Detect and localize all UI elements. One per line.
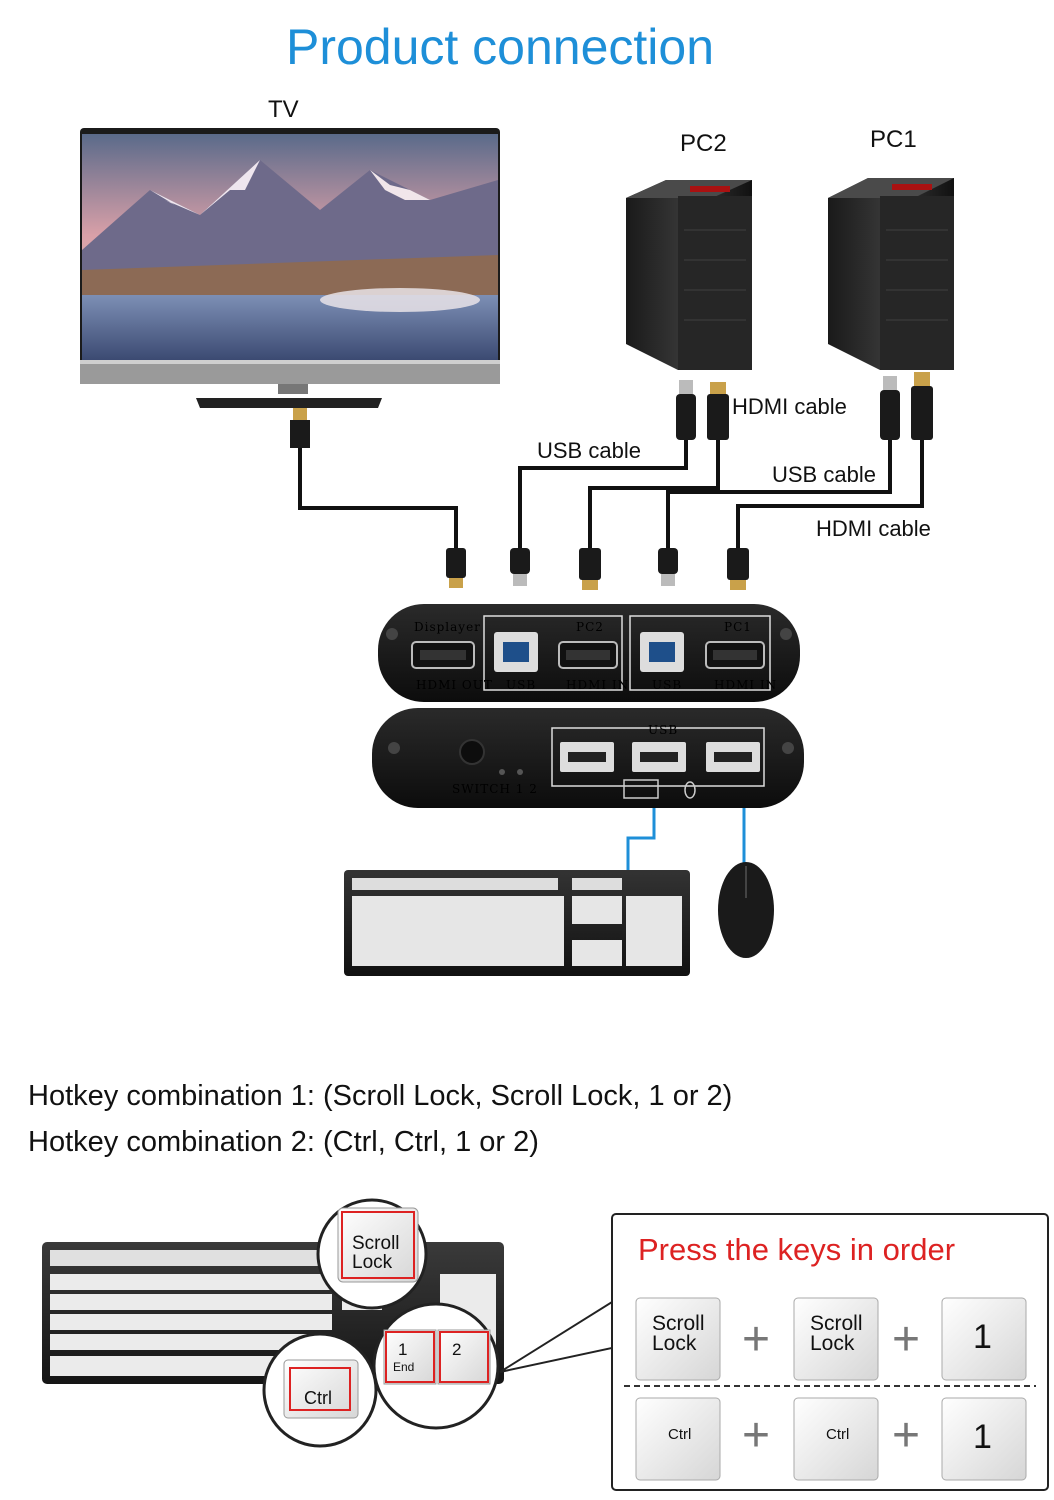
hotkey-illustration bbox=[42, 1198, 1049, 1491]
usb-port-label-pc1: USB bbox=[652, 678, 682, 692]
tv-monitor bbox=[80, 128, 500, 408]
usb-cable-label-right: USB cable bbox=[772, 462, 876, 487]
mouse-icon bbox=[684, 781, 696, 799]
zoom-key-1: 1 bbox=[398, 1340, 408, 1359]
kvm-back-panel bbox=[378, 604, 800, 702]
order-row2 bbox=[635, 1397, 1027, 1481]
connection-diagram: Displayer HDMI OUT PC2 PC1 USB HDMI IN U… bbox=[80, 128, 954, 976]
order-row2-key3: 1 bbox=[973, 1418, 992, 1456]
pc1-port-label: PC1 bbox=[724, 620, 752, 634]
hdmi-cable-label-bottom: HDMI cable bbox=[816, 516, 931, 541]
order-row1 bbox=[635, 1297, 1027, 1381]
pc2-port-label: PC2 bbox=[576, 620, 604, 634]
order-row1-plus1: + bbox=[742, 1313, 771, 1366]
kvm-usb-pc1-plug bbox=[658, 548, 678, 586]
kvm-hdmi-out-plug bbox=[446, 548, 466, 588]
zoom-ctrl bbox=[262, 1332, 378, 1448]
pc2-label: PC2 bbox=[680, 130, 727, 157]
mouse bbox=[718, 862, 774, 958]
order-row2-plus2: + bbox=[892, 1409, 921, 1462]
hdmi-in-label-pc2: HDMI IN bbox=[566, 678, 629, 692]
pc1-hdmi-connector bbox=[911, 372, 933, 440]
tv-hdmi-connector bbox=[290, 408, 310, 448]
hdmi-cable-label-top: HDMI cable bbox=[732, 394, 847, 419]
kvm-hdmi-pc2-plug bbox=[579, 548, 601, 590]
pc1-tower bbox=[828, 178, 954, 370]
order-row2-key2: Ctrl bbox=[826, 1426, 850, 1443]
cables bbox=[298, 440, 924, 550]
zoom-key-2: 2 bbox=[452, 1340, 462, 1359]
pc2-tower bbox=[626, 180, 752, 370]
keyboard bbox=[344, 870, 690, 976]
keyboard-icon bbox=[623, 779, 659, 799]
zoom-ctrl-text: Ctrl bbox=[304, 1388, 332, 1408]
zoom-number-keys bbox=[372, 1302, 500, 1430]
order-row1-plus2: + bbox=[892, 1313, 921, 1366]
hotkey-combination-1: Hotkey combination 1: (Scroll Lock, Scro… bbox=[28, 1080, 733, 1112]
switch-label: SWITCH 1 2 bbox=[452, 782, 538, 796]
order-row2-key1: Ctrl bbox=[668, 1426, 692, 1443]
tv-label: TV bbox=[268, 96, 299, 123]
peripheral-cables bbox=[626, 808, 746, 876]
hotkey-combination-2: Hotkey combination 2: (Ctrl, Ctrl, 1 or … bbox=[28, 1126, 539, 1158]
kvm-usb-pc2-plug bbox=[510, 548, 530, 586]
order-row1-key3: 1 bbox=[973, 1318, 992, 1356]
hdmi-in-label-pc1: HDMI IN bbox=[714, 678, 777, 692]
kvm-front-panel bbox=[372, 708, 804, 808]
zoom-scroll-lock bbox=[316, 1198, 428, 1310]
pc1-label: PC1 bbox=[870, 126, 917, 153]
order-row2-plus1: + bbox=[742, 1409, 771, 1462]
hdmi-out-label: HDMI OUT bbox=[416, 678, 493, 692]
pc1-usb-connector bbox=[880, 376, 900, 440]
callout-pointer bbox=[499, 1300, 613, 1373]
order-panel-title: Press the keys in order bbox=[638, 1232, 956, 1267]
displayer-label: Displayer bbox=[414, 620, 481, 634]
zoom-key-1-end: End bbox=[393, 1360, 415, 1374]
usb-front-label: USB bbox=[648, 723, 678, 737]
zoom-scroll-lock-text: Scroll Lock bbox=[352, 1233, 400, 1273]
kvm-hdmi-pc1-plug bbox=[727, 548, 749, 590]
usb-cable-label-left: USB cable bbox=[537, 438, 641, 463]
pc2-usb-connector bbox=[676, 380, 696, 440]
switch-button bbox=[459, 739, 485, 765]
page-title: Product connection bbox=[285, 19, 715, 75]
usb-port-label-pc2: USB bbox=[506, 678, 536, 692]
pc2-hdmi-connector bbox=[707, 382, 729, 440]
